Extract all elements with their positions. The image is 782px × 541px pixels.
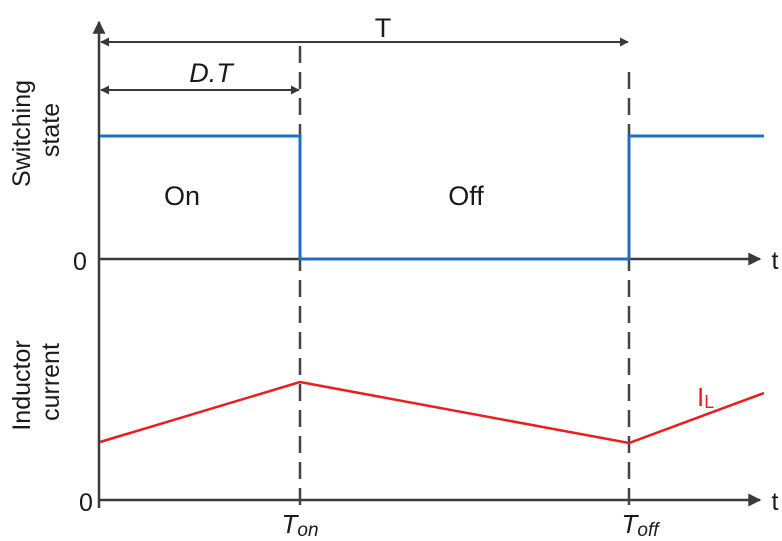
t-off-label-sub: off <box>637 520 660 541</box>
inductor-current-label: IL <box>697 382 714 412</box>
t-on-label-sub: on <box>297 520 318 541</box>
time-label-bottom: t <box>772 488 779 516</box>
inductor-current-label-sub: L <box>704 392 714 412</box>
t-off-label: Toff <box>621 509 660 541</box>
inductor-current-signal <box>99 380 765 445</box>
duty-period-label: D.T <box>189 58 235 88</box>
zero-label-bottom: 0 <box>79 489 93 517</box>
t-on-label-main: T <box>281 509 299 539</box>
period-label: T <box>375 13 392 43</box>
inductor-current-label-main: I <box>697 382 704 412</box>
time-label-top: t <box>772 247 779 275</box>
switching-axis-title: Switching state <box>8 73 65 187</box>
inductor-axis-line-2: current <box>37 343 65 421</box>
inductor-axis-line-1: Inductor <box>8 340 36 430</box>
switching-axis-line-2: state <box>37 103 65 157</box>
t-off-label-main: T <box>621 509 639 539</box>
zero-label-top: 0 <box>73 248 87 276</box>
switching-axis-line-1: Switching <box>8 80 36 187</box>
on-state-label: On <box>164 181 200 211</box>
off-state-label: Off <box>448 181 484 211</box>
switching-state-signal <box>100 134 764 261</box>
inductor-axis-title: Inductor current <box>8 333 65 430</box>
t-on-label: Ton <box>281 509 318 541</box>
